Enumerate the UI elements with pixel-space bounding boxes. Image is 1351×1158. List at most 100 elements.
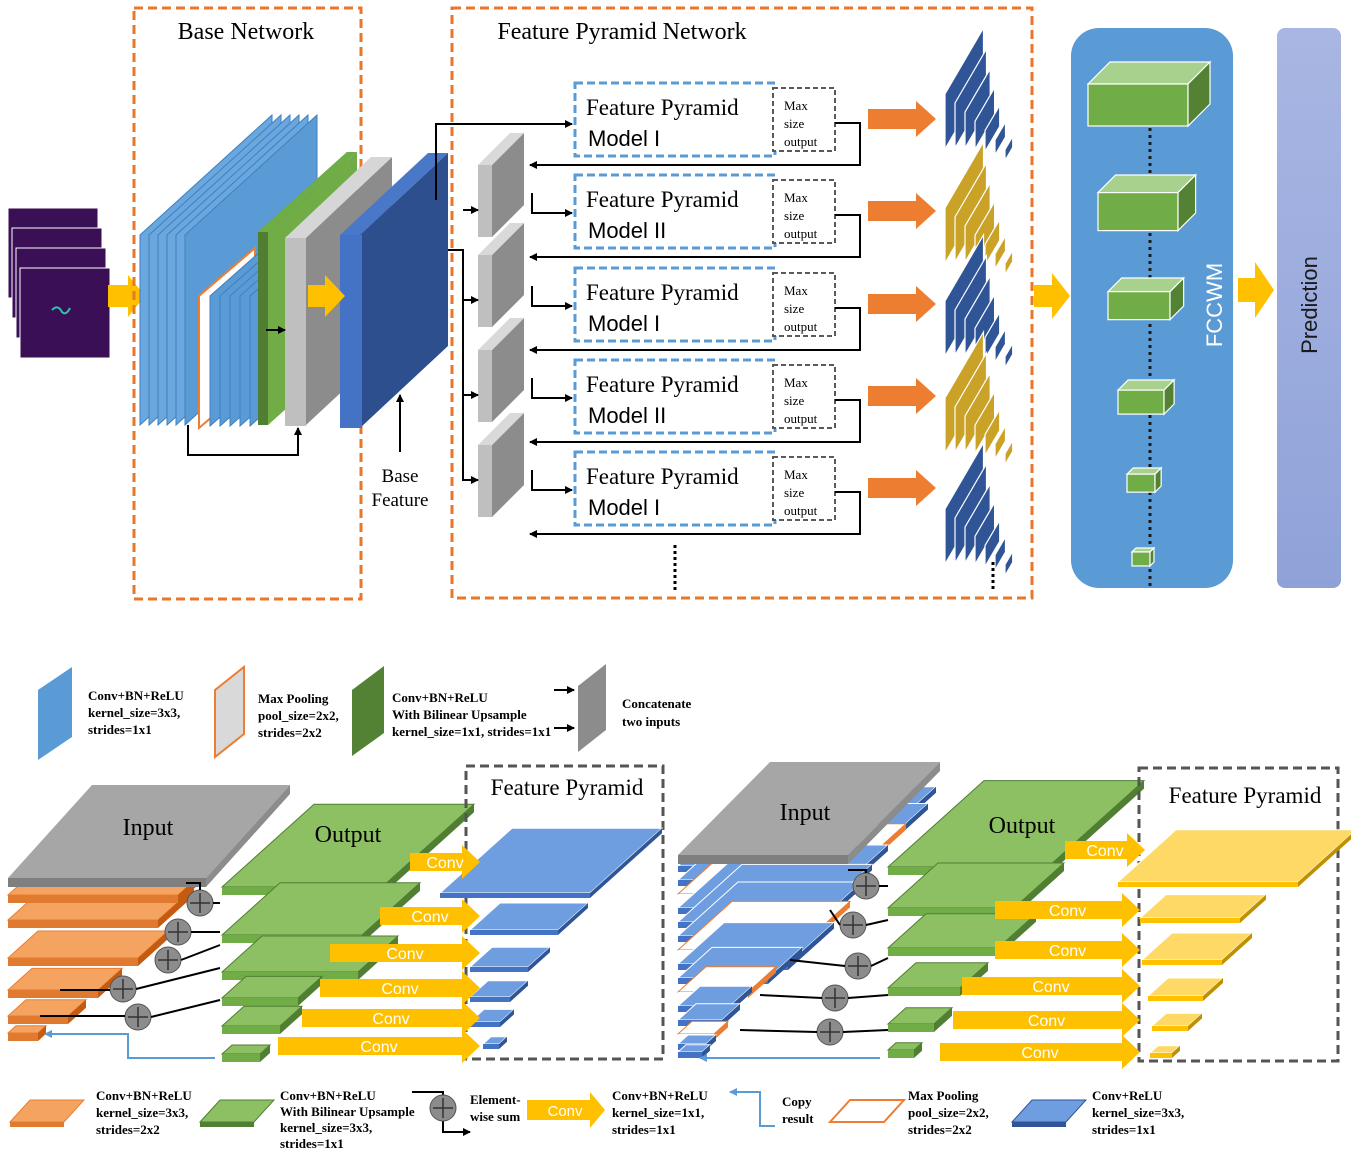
fp-module-title: Feature Pyramid bbox=[586, 187, 739, 212]
conv-arrow-label: Conv bbox=[1032, 979, 1069, 996]
fp-module-title: Feature Pyramid bbox=[586, 464, 739, 489]
svg-text:kernel_size=3x3,: kernel_size=3x3, bbox=[88, 705, 180, 720]
svg-text:Conv+BN+ReLU: Conv+BN+ReLU bbox=[612, 1088, 708, 1103]
fp-module-model: Model II bbox=[588, 218, 666, 243]
conv-arrow-label: Conv bbox=[1028, 1013, 1065, 1030]
prediction-input-arrow bbox=[1238, 262, 1274, 318]
input-arrow bbox=[108, 275, 145, 317]
fp-output-arrow bbox=[868, 378, 936, 414]
svg-text:With Bilinear Upsample: With Bilinear Upsample bbox=[280, 1104, 415, 1119]
fp-module-model: Model I bbox=[588, 495, 660, 520]
max-size-output-label: Max bbox=[784, 283, 808, 298]
model1-output-label: Output bbox=[315, 822, 382, 848]
svg-text:Conv+BN+ReLU: Conv+BN+ReLU bbox=[88, 688, 184, 703]
pyramid-output-stack bbox=[944, 139, 1014, 277]
conv-arrow-label: Conv bbox=[411, 909, 448, 926]
concat-block bbox=[478, 413, 524, 517]
svg-text:kernel_size=1x1, strides=1x1: kernel_size=1x1, strides=1x1 bbox=[392, 724, 551, 739]
fccwm-input-arrow bbox=[1034, 273, 1070, 319]
concat-block bbox=[478, 133, 524, 237]
prediction-label: Prediction bbox=[1297, 256, 1322, 354]
legend-bottom: Conv+BN+ReLU kernel_size=3x3, strides=2x… bbox=[8, 1088, 1184, 1151]
conv-arrow-label: Conv bbox=[1086, 843, 1123, 860]
fp-output-arrow bbox=[868, 470, 936, 506]
conv-arrow: Conv bbox=[995, 933, 1140, 967]
conv-arrow-label: Conv bbox=[1049, 943, 1086, 960]
elementwise-sum-icon bbox=[164, 918, 192, 946]
conv-arrow: Conv bbox=[380, 899, 480, 933]
svg-text:strides=1x1: strides=1x1 bbox=[1092, 1122, 1156, 1137]
fp-module-model: Model I bbox=[588, 126, 660, 151]
max-size-output-label: output bbox=[784, 319, 818, 334]
concat-block bbox=[478, 318, 524, 422]
fccwm-cube bbox=[1086, 60, 1212, 128]
conv-arrow: Conv bbox=[940, 1035, 1140, 1069]
conv-arrow-label: Conv bbox=[386, 946, 423, 963]
max-size-output-label: Max bbox=[784, 98, 808, 113]
max-size-output-label: Max bbox=[784, 467, 808, 482]
conv-arrow-label: Conv bbox=[426, 855, 463, 872]
conv-arrow: Conv bbox=[320, 971, 480, 1005]
fp-output-arrow bbox=[868, 286, 936, 322]
model2-input-label: Input bbox=[780, 800, 831, 826]
fp-module-title: Feature Pyramid bbox=[586, 372, 739, 397]
model2-output-label: Output bbox=[989, 813, 1056, 839]
base-yellow-arrow bbox=[308, 275, 345, 317]
conv-arrow: Conv bbox=[278, 1029, 480, 1063]
conv-arrow: Conv bbox=[410, 845, 480, 879]
svg-text:Element-: Element- bbox=[470, 1092, 521, 1107]
elementwise-sum-icon bbox=[821, 984, 849, 1012]
svg-text:kernel_size=3x3,: kernel_size=3x3, bbox=[96, 1105, 188, 1120]
svg-text:strides=1x1: strides=1x1 bbox=[88, 722, 152, 737]
pyramid-output-stack bbox=[944, 232, 1014, 370]
legend-concat-swatch bbox=[578, 664, 606, 752]
base-feature-layer bbox=[340, 153, 448, 428]
elementwise-sum-icon bbox=[852, 872, 880, 900]
svg-text:wise sum: wise sum bbox=[470, 1109, 520, 1124]
svg-text:With Bilinear Upsample: With Bilinear Upsample bbox=[392, 707, 527, 722]
svg-text:strides=1x1: strides=1x1 bbox=[280, 1136, 344, 1151]
conv-arrow: Conv bbox=[330, 936, 480, 970]
conv-arrow-label: Conv bbox=[372, 1011, 409, 1028]
fp-module-title: Feature Pyramid bbox=[586, 280, 739, 305]
svg-text:strides=2x2: strides=2x2 bbox=[258, 725, 322, 740]
svg-text:Conv+BN+ReLU: Conv+BN+ReLU bbox=[280, 1088, 376, 1103]
max-size-output-label: size bbox=[784, 485, 804, 500]
svg-text:strides=2x2: strides=2x2 bbox=[96, 1122, 160, 1137]
fp-module-model: Model II bbox=[588, 403, 666, 428]
legend-top: Conv+BN+ReLU kernel_size=3x3, strides=1x… bbox=[38, 664, 692, 760]
svg-text:strides=1x1: strides=1x1 bbox=[612, 1122, 676, 1137]
max-size-output-label: size bbox=[784, 393, 804, 408]
svg-text:Concatenate: Concatenate bbox=[622, 696, 692, 711]
max-size-output-label: Max bbox=[784, 375, 808, 390]
svg-text:Conv+BN+ReLU: Conv+BN+ReLU bbox=[392, 690, 488, 705]
max-size-output-label: size bbox=[784, 208, 804, 223]
fccwm-label: FCCWM bbox=[1202, 263, 1227, 347]
conv-arrow: Conv bbox=[995, 893, 1140, 927]
svg-text:strides=2x2: strides=2x2 bbox=[908, 1122, 972, 1137]
input-image-stack bbox=[7, 207, 111, 359]
svg-text:Conv+BN+ReLU: Conv+BN+ReLU bbox=[96, 1088, 192, 1103]
fp-output-arrow bbox=[868, 101, 936, 137]
fp-module-title: Feature Pyramid bbox=[586, 95, 739, 120]
svg-text:kernel_size=3x3,: kernel_size=3x3, bbox=[1092, 1105, 1184, 1120]
legend-conv-swatch bbox=[38, 667, 72, 760]
conv-arrow: Conv bbox=[1065, 833, 1145, 867]
elementwise-sum-icon bbox=[816, 1018, 844, 1046]
elementwise-sum-icon bbox=[154, 946, 182, 974]
svg-text:Conv+ReLU: Conv+ReLU bbox=[1092, 1088, 1163, 1103]
conv-arrow-label: Conv bbox=[381, 981, 418, 998]
model1-input-label: Input bbox=[123, 815, 174, 841]
concat-block bbox=[478, 223, 524, 327]
conv-arrow-label: Conv bbox=[360, 1039, 397, 1056]
svg-text:Conv: Conv bbox=[547, 1103, 583, 1120]
fccwm-cube bbox=[1096, 173, 1198, 233]
svg-text:result: result bbox=[782, 1111, 814, 1126]
pyramid-output-stack bbox=[944, 440, 1014, 578]
svg-text:Max Pooling: Max Pooling bbox=[908, 1088, 979, 1103]
max-size-output-label: output bbox=[784, 226, 818, 241]
elementwise-sum-icon bbox=[186, 889, 214, 917]
